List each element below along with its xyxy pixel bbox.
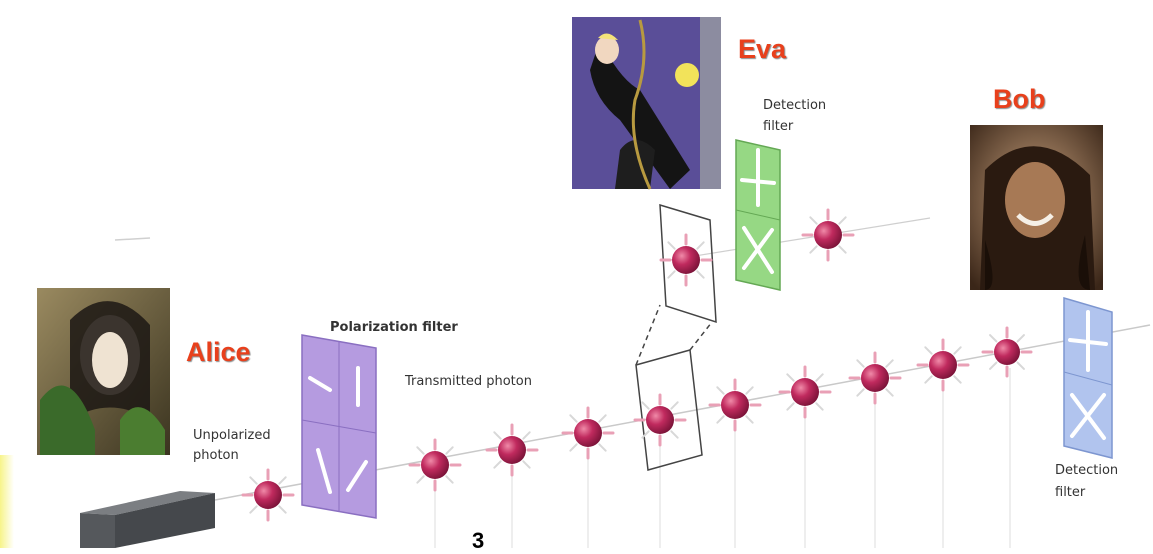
transmitted-photon-label: Transmitted photon	[405, 372, 532, 392]
left-accent-bar	[0, 455, 14, 548]
polarization-filter-label: Polarization filter	[330, 318, 458, 338]
eva-detection-filter-label-line1: Detection	[763, 96, 826, 116]
photon	[780, 367, 830, 417]
photon	[983, 328, 1031, 376]
eva-beam-line	[670, 218, 930, 260]
polarization-filter	[302, 335, 376, 518]
eva-comic	[572, 17, 721, 189]
stray-mark	[115, 238, 150, 240]
unpolarized-photon-label-line2: photon	[193, 446, 239, 466]
photon	[850, 353, 900, 403]
bob-detection-filter	[1064, 298, 1112, 458]
bob-name: Bob	[993, 84, 1045, 115]
alice-photo	[37, 288, 170, 455]
bob-detection-filter-label-line1: Detection	[1055, 461, 1118, 481]
unpolarized-photon-label-line1: Unpolarized	[193, 426, 271, 446]
page-number: 3	[472, 528, 484, 554]
alice-name: Alice	[186, 337, 251, 368]
photon	[918, 340, 968, 390]
photon	[563, 408, 613, 458]
photon-source	[80, 491, 215, 548]
photon	[243, 470, 293, 520]
interception-frames	[636, 205, 716, 470]
bob-photo	[970, 125, 1103, 290]
eva-detection-filter-label-line2: filter	[763, 117, 793, 137]
photon	[803, 210, 853, 260]
photon	[661, 235, 711, 285]
photon	[635, 395, 685, 445]
photon	[487, 425, 537, 475]
photon	[410, 440, 460, 490]
eva-detection-filter	[736, 140, 780, 290]
bob-detection-filter-label-line2: filter	[1055, 483, 1085, 503]
eva-name: Eva	[738, 34, 786, 65]
photon	[710, 380, 760, 430]
